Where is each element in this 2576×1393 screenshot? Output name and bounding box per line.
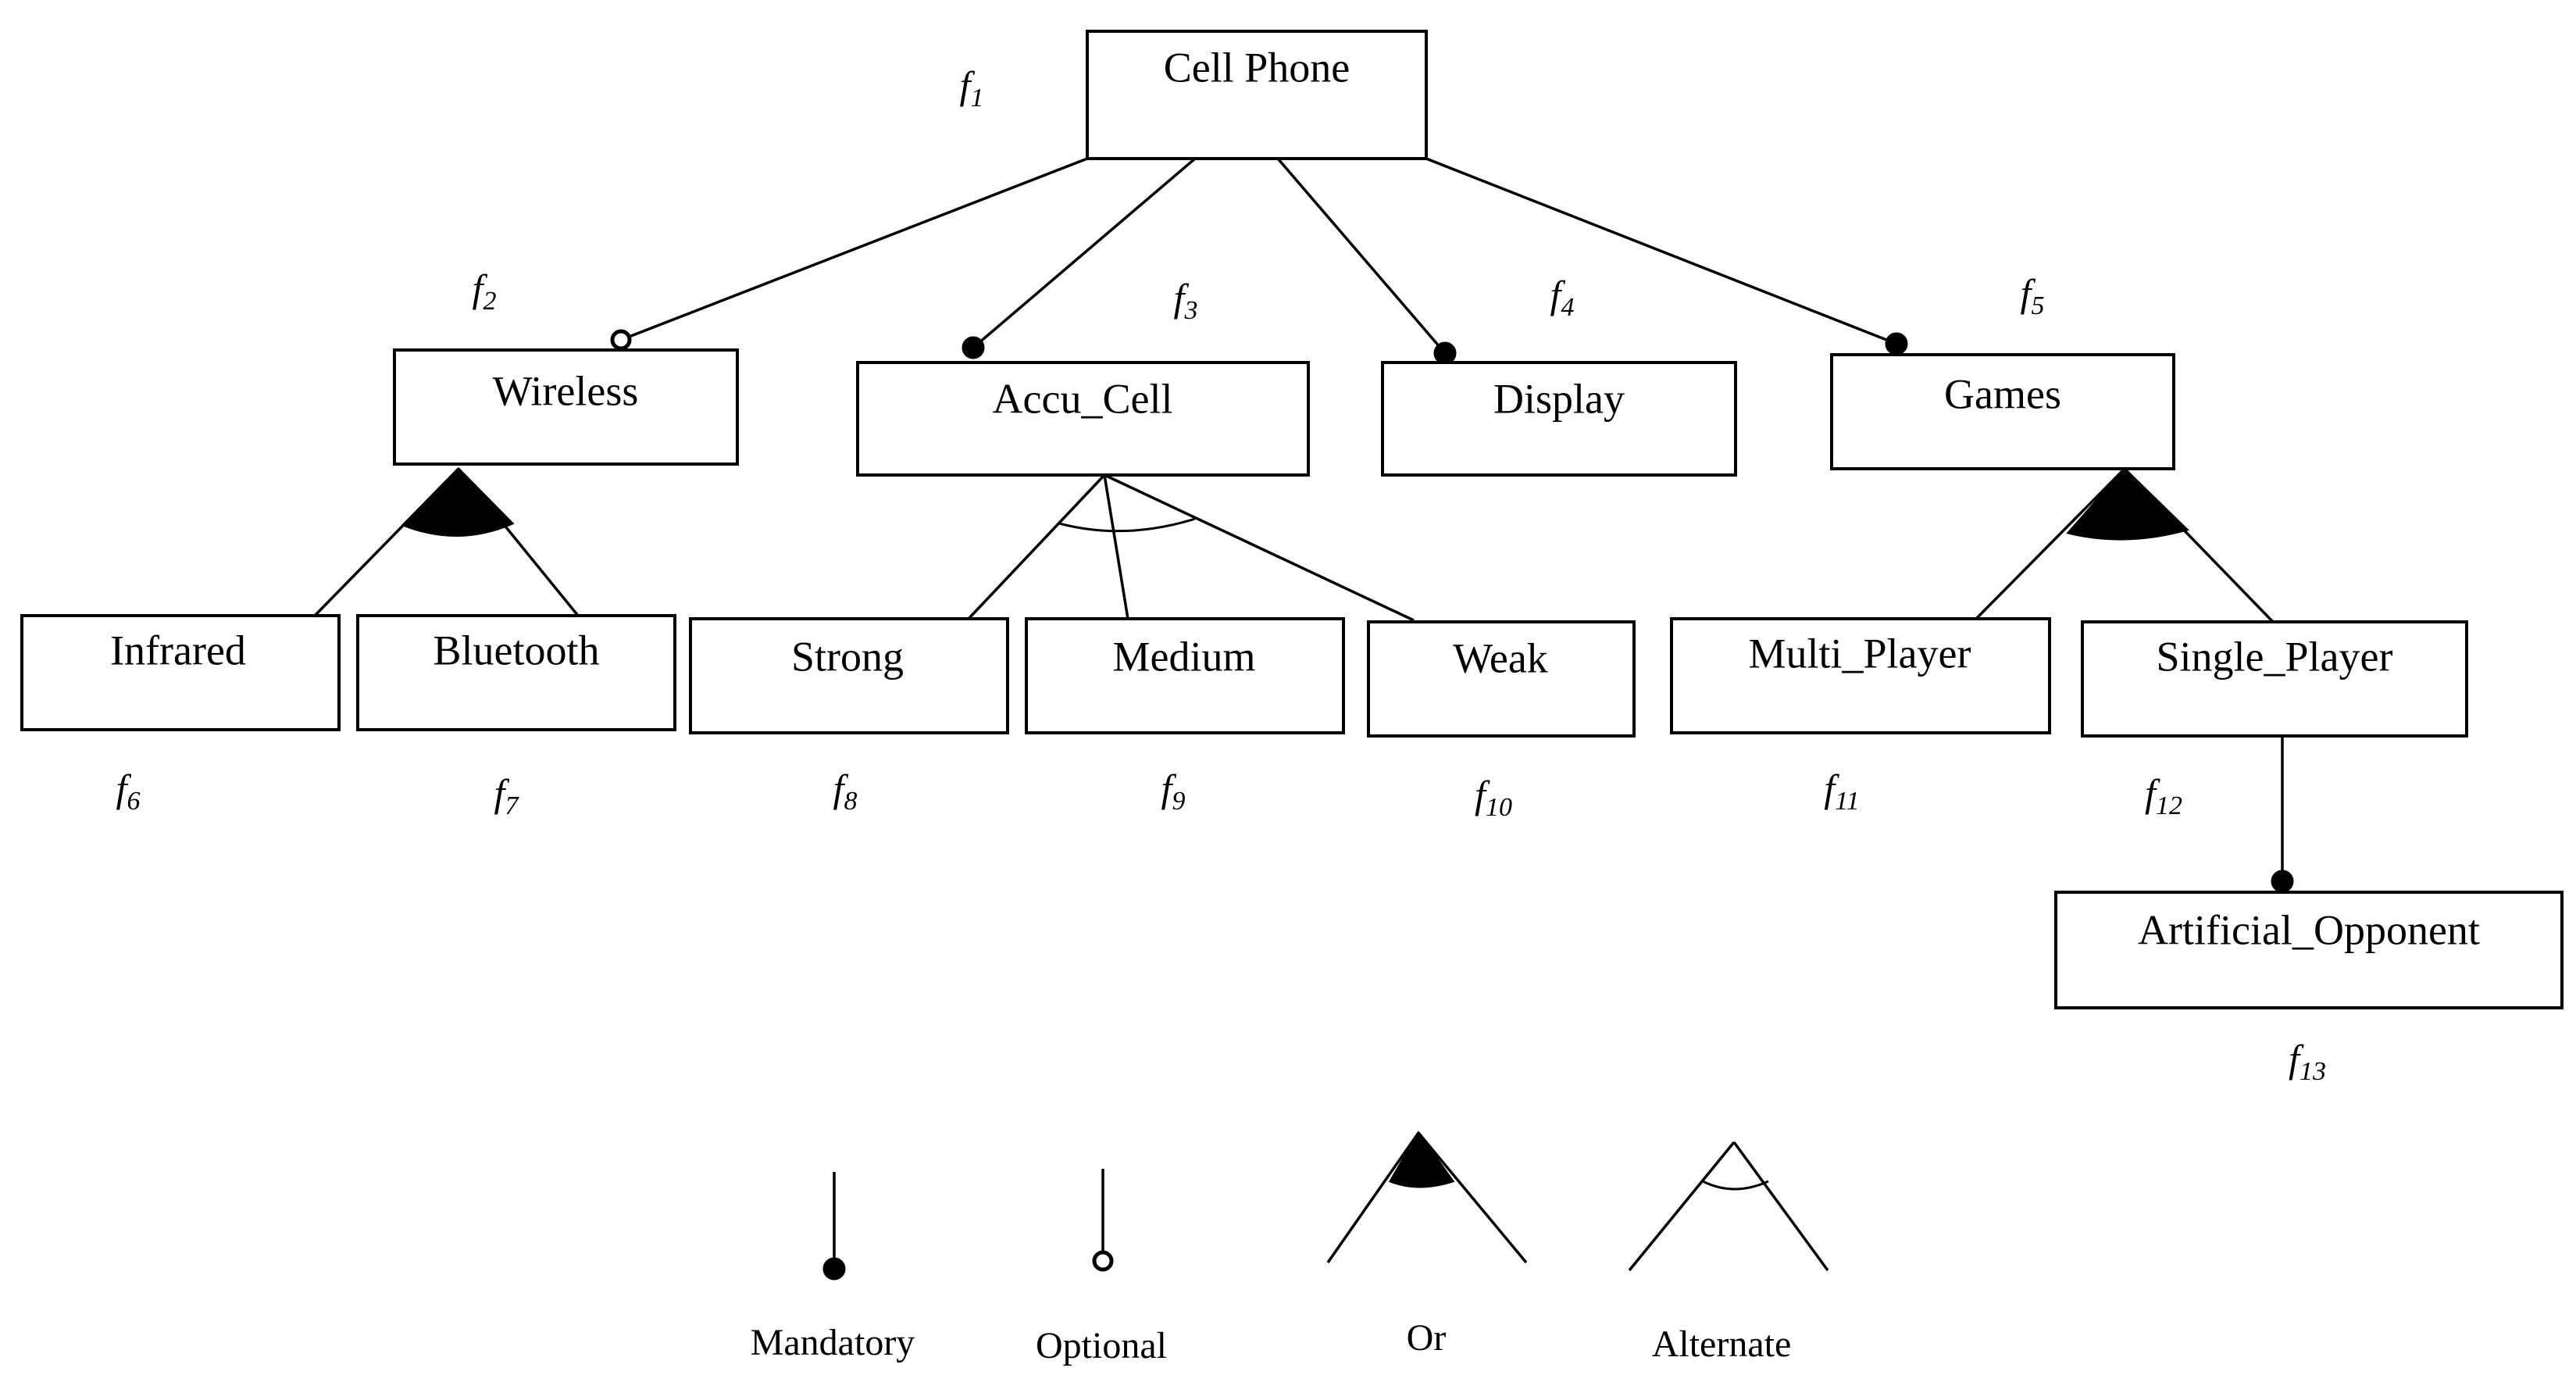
legend-alternate: Alternate <box>1628 1141 1829 1365</box>
optional-marker <box>1092 1250 1114 1272</box>
legend-or: Or <box>1326 1130 1528 1359</box>
or-group-marker <box>1388 1130 1455 1188</box>
feature-id-f3: f3 <box>1174 276 1198 325</box>
legend-optional-label: Optional <box>1036 1325 1167 1366</box>
feature-id-f5: f5 <box>2021 271 2045 320</box>
mandatory-marker <box>962 336 985 359</box>
feature-label: Artificial_Opponent <box>2138 906 2480 953</box>
feature-label: Strong <box>791 633 904 680</box>
alternate-group-arc <box>1058 517 1196 533</box>
feature-id-f11: f11 <box>1824 766 1859 816</box>
feature-label: Single_Player <box>2157 633 2393 680</box>
feature-label: Weak <box>1453 634 1548 681</box>
legend-or-label: Or <box>1407 1317 1447 1359</box>
legend-mandatory: Mandatory <box>751 1172 915 1363</box>
mandatory-marker <box>1885 332 1908 355</box>
mandatory-marker <box>2271 870 2294 893</box>
feature-label: Infrared <box>110 627 246 673</box>
feature-id-f9: f9 <box>1161 766 1186 816</box>
feature-label: Multi_Player <box>1749 630 1971 677</box>
edge-accucell-weak <box>1104 473 1415 622</box>
feature-id-f2: f2 <box>473 266 497 316</box>
edge-cellphone-games <box>1425 157 1897 345</box>
edge-games-multiplayer <box>1975 467 2126 620</box>
feature-label: Medium <box>1113 633 1256 680</box>
legend: Mandatory Optional Or Alternate <box>751 1130 1829 1366</box>
alternate-group-arc <box>1702 1180 1769 1191</box>
feature-node-multi-player: Multi_Player <box>1670 617 2051 734</box>
legend-alternate-label: Alternate <box>1652 1323 1792 1365</box>
feature-node-accu-cell: Accu_Cell <box>856 361 1310 477</box>
feature-id-f1: f1 <box>960 63 984 113</box>
feature-label: Wireless <box>493 367 639 414</box>
edge-accucell-strong <box>967 473 1106 620</box>
feature-label: Accu_Cell <box>993 375 1173 422</box>
feature-id-f12: f12 <box>2145 771 2182 820</box>
feature-node-weak: Weak <box>1367 620 1636 738</box>
edge-cellphone-accucell <box>972 157 1197 349</box>
feature-id-f7: f7 <box>494 771 520 820</box>
feature-node-cell-phone: Cell Phone <box>1086 30 1428 160</box>
feature-node-wireless: Wireless <box>393 348 739 466</box>
mandatory-marker <box>822 1257 846 1280</box>
legend-mandatory-label: Mandatory <box>751 1322 915 1363</box>
feature-node-strong: Strong <box>689 617 1009 734</box>
feature-id-f4: f4 <box>1550 273 1575 322</box>
feature-id-f8: f8 <box>833 766 858 816</box>
or-group-marker <box>2066 466 2189 541</box>
optional-marker <box>610 329 632 351</box>
or-group-marker <box>401 466 515 537</box>
feature-node-single-player: Single_Player <box>2081 620 2468 738</box>
edge-cellphone-wireless <box>620 157 1088 341</box>
feature-id-f10: f10 <box>1475 773 1512 822</box>
feature-node-infrared: Infrared <box>20 614 341 731</box>
feature-node-medium: Medium <box>1025 617 1345 734</box>
edge-accucell-medium <box>1103 474 1129 620</box>
feature-label: Cell Phone <box>1164 44 1350 91</box>
feature-label: Games <box>1944 370 2061 417</box>
feature-node-display: Display <box>1381 361 1737 477</box>
legend-optional: Optional <box>1036 1169 1167 1366</box>
feature-node-artificial-opponent: Artificial_Opponent <box>2054 891 2564 1009</box>
mandatory-marker <box>1433 341 1457 365</box>
feature-id-f6: f6 <box>116 766 141 816</box>
feature-label: Display <box>1493 375 1625 422</box>
feature-node-games: Games <box>1830 353 2175 470</box>
feature-label: Bluetooth <box>433 627 600 673</box>
edge-cellphone-display <box>1276 157 1447 355</box>
feature-node-bluetooth: Bluetooth <box>356 614 676 731</box>
feature-id-f13: f13 <box>2289 1037 2326 1086</box>
